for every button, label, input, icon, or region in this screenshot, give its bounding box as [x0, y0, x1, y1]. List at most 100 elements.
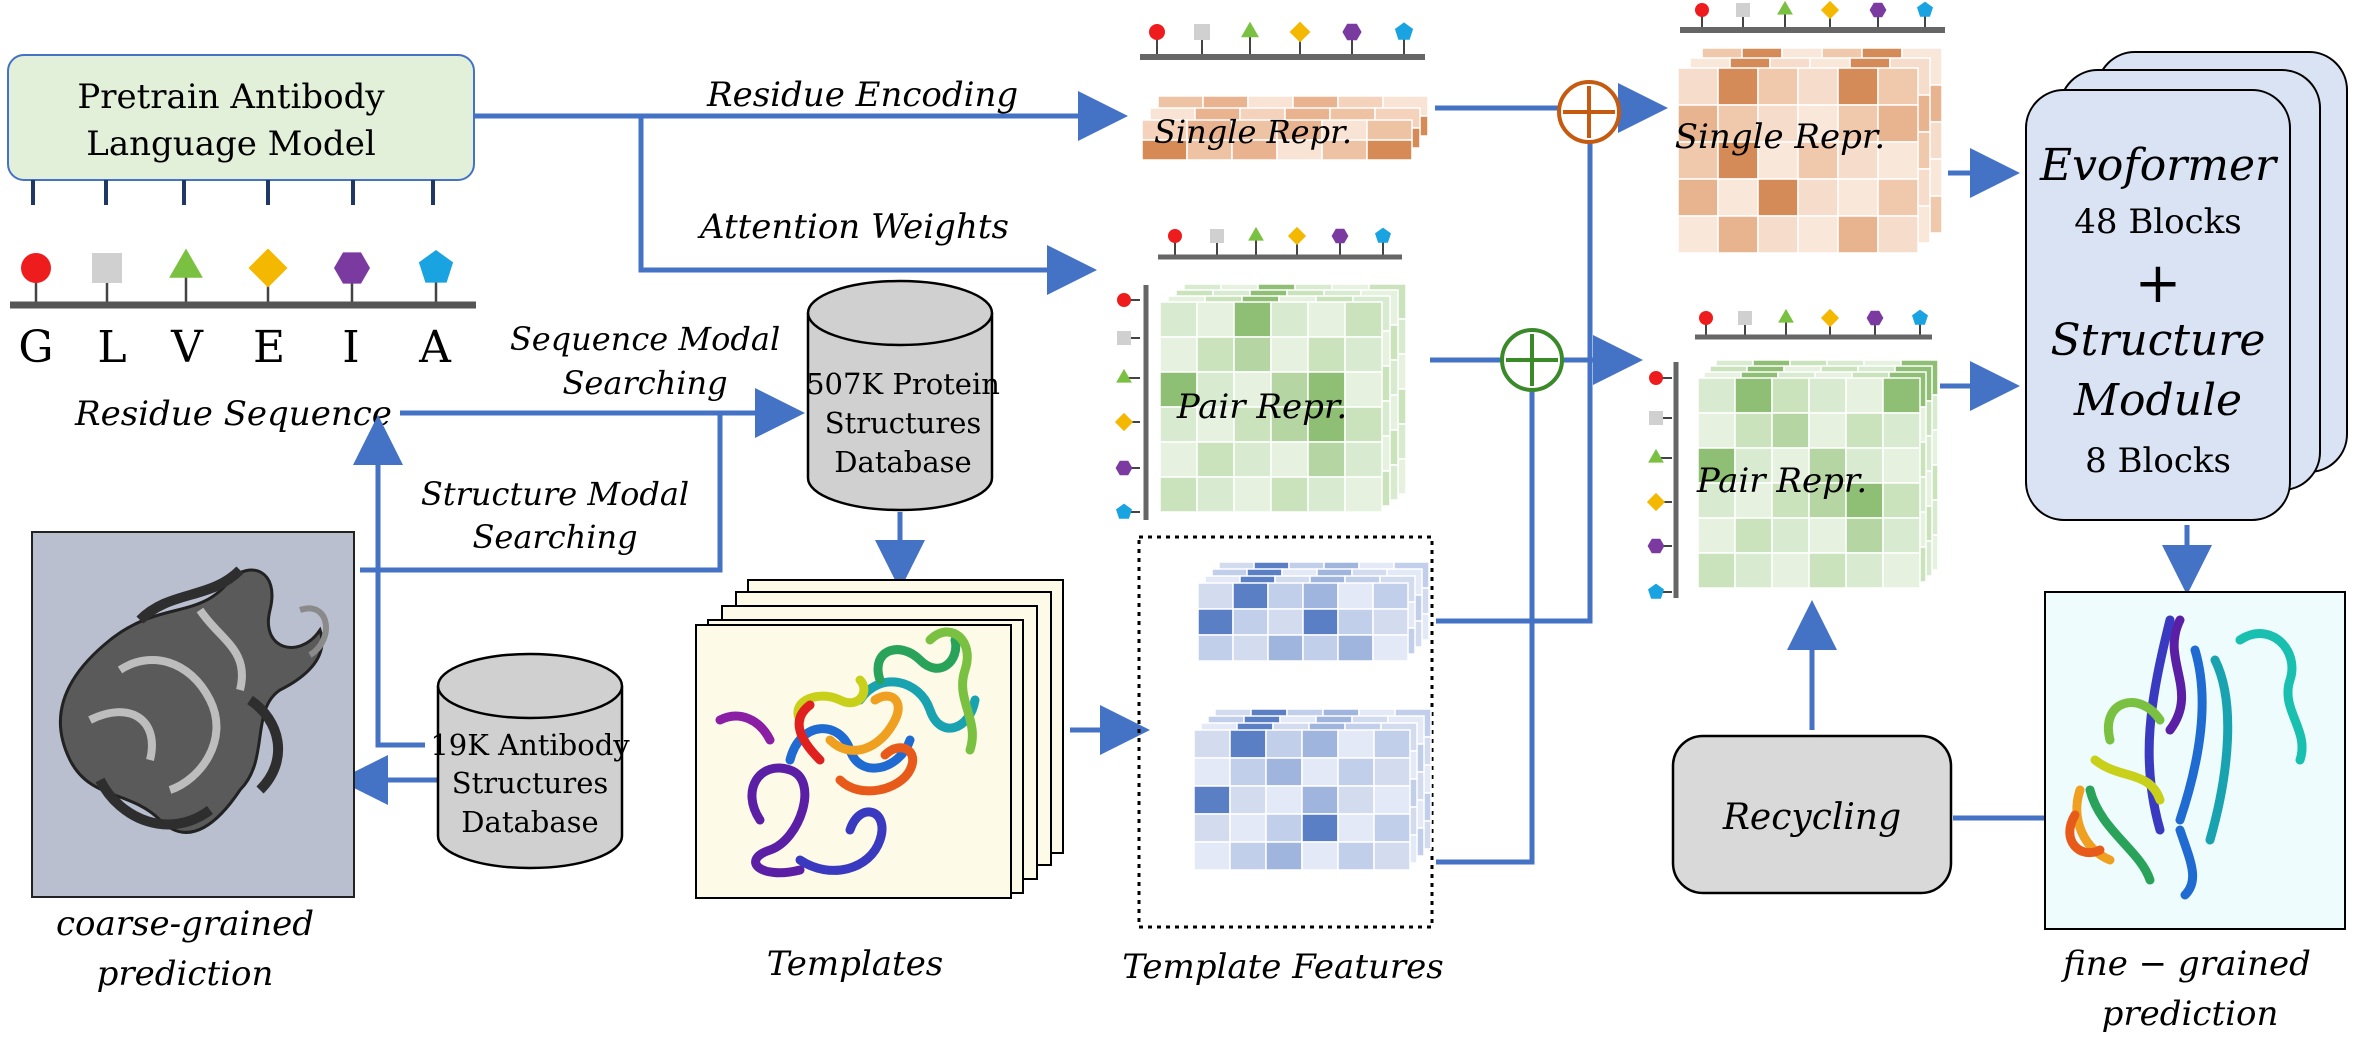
residue-encoding-label: Residue Encoding: [706, 75, 1018, 115]
evoformer-plus: +: [2135, 251, 2182, 316]
pin-icon: [1149, 24, 1165, 56]
hexagon-icon: [1866, 310, 1884, 337]
template-feature-grid-top: [1197, 561, 1430, 662]
pentagon-icon: [1116, 503, 1140, 519]
pentagon-icon: [1375, 227, 1391, 256]
fine-structure-image: [2044, 591, 2346, 930]
evoformer-blocks: 48 Blocks: [2074, 202, 2242, 242]
attention-weights-label: Attention Weights: [697, 207, 1009, 247]
triangle-icon: [1241, 21, 1259, 56]
square-icon: [1194, 24, 1210, 56]
square-icon: [1210, 229, 1224, 256]
pentagon-icon: [1648, 583, 1672, 599]
diamond-icon: [1289, 21, 1311, 56]
pin-icon: [1695, 3, 1709, 30]
template-feature-grid-bottom: [1193, 708, 1432, 871]
templates-label: Templates: [767, 944, 944, 984]
triangle-icon: [1248, 226, 1264, 256]
sequence-modal-label-2: Searching: [562, 364, 727, 402]
pin-icon: [21, 253, 51, 304]
coarse-label-1: coarse-grained: [56, 904, 314, 944]
single-repr-stack: [1141, 95, 1429, 161]
structure-module-line2: Module: [2073, 375, 2242, 426]
structure-module-blocks: 8 Blocks: [2085, 441, 2231, 481]
structure-modal-label-2: Searching: [472, 518, 637, 556]
pentagon-icon: [1912, 309, 1928, 337]
coarse-structure-image: [31, 531, 355, 898]
diamond-icon: [1820, 308, 1840, 337]
flow-arrows: [338, 83, 2212, 865]
structure-module-line1: Structure: [2051, 315, 2266, 366]
pin-icon: [1649, 371, 1672, 385]
antibody-database-cylinder: [436, 652, 624, 870]
hexagon-icon: [1331, 228, 1349, 256]
pin-icon: [1117, 293, 1140, 307]
square-icon: [1736, 3, 1750, 30]
residue-letter: V: [170, 322, 204, 373]
add-circle-orange: [1557, 80, 1621, 144]
residue-letter: I: [342, 322, 359, 373]
antibody-db-line1: 19K Antibody: [430, 728, 630, 762]
triangle-icon: [1778, 308, 1794, 337]
template-features-label: Template Features: [1122, 947, 1443, 987]
hexagon-icon: [334, 252, 370, 304]
residue-letters: G L V E I A: [18, 322, 452, 373]
add-circle-green: [1500, 328, 1564, 392]
diamond-icon: [1646, 492, 1672, 512]
hexagon-icon: [1869, 2, 1887, 30]
protein-db-line3: Database: [834, 445, 971, 479]
square-icon: [1738, 311, 1752, 337]
pair-repr-side-markers: [1114, 293, 1140, 519]
lm-title-line1: Pretrain Antibody: [77, 77, 385, 117]
diamond-icon: [1287, 226, 1307, 256]
single-repr-right-label: Single Repr.: [1675, 117, 1885, 157]
pair-repr-right-side-markers: [1646, 371, 1672, 599]
triangle-icon: [1648, 448, 1672, 463]
residue-letter: G: [18, 322, 53, 373]
antibody-db-line3: Database: [461, 805, 598, 839]
pentagon-icon: [1917, 1, 1933, 30]
residue-marker-row: [21, 248, 454, 304]
square-icon: [92, 253, 122, 304]
single-repr-label: Single Repr.: [1154, 113, 1352, 151]
protein-database-cylinder: [806, 279, 994, 512]
diamond-icon: [1820, 0, 1840, 30]
single-repr-marker-row: [1149, 21, 1414, 56]
template-features-box: [1137, 535, 1434, 929]
residue-letter: A: [418, 322, 452, 373]
evoformer-stack: [2025, 51, 2348, 521]
hexagon-icon: [1115, 460, 1140, 476]
recycling-label: Recycling: [1722, 797, 1901, 838]
pair-repr-label: Pair Repr.: [1176, 387, 1347, 427]
lm-title-line2: Language Model: [86, 124, 375, 164]
single-repr-right-marker-row: [1695, 0, 1933, 30]
residue-letter: E: [253, 322, 285, 373]
pin-icon: [1168, 229, 1182, 256]
pentagon-icon: [1394, 22, 1414, 56]
lm-ticks: [31, 180, 435, 205]
triangle-icon: [1116, 368, 1140, 383]
residue-letter: L: [97, 322, 126, 373]
square-icon: [1117, 331, 1140, 345]
residue-sequence-label: Residue Sequence: [74, 394, 392, 434]
square-icon: [1649, 411, 1672, 425]
template-protein-image: [715, 627, 980, 878]
structure-modal-label-1: Structure Modal: [421, 475, 689, 513]
triangle-icon: [1777, 0, 1793, 30]
fine-label-2: prediction: [2102, 994, 2279, 1034]
sequence-modal-label-1: Sequence Modal: [510, 320, 780, 358]
protein-db-line2: Structures: [825, 406, 982, 440]
coarse-label-2: prediction: [97, 954, 274, 994]
triangle-icon: [169, 248, 203, 304]
hexagon-icon: [1647, 538, 1672, 554]
recycling-box: [1671, 734, 1953, 895]
pair-repr-right-marker-row: [1699, 308, 1928, 337]
protein-db-line1: 507K Protein: [806, 367, 1000, 401]
pair-repr-right-label: Pair Repr.: [1696, 461, 1867, 501]
pin-icon: [1699, 311, 1713, 337]
evoformer-title: Evoformer: [2039, 140, 2279, 191]
pair-repr-stack: [1159, 283, 1407, 513]
diamond-icon: [1114, 412, 1140, 432]
single-repr-right-stack: [1677, 47, 1943, 254]
fine-label-1: fine − grained: [2060, 944, 2311, 984]
